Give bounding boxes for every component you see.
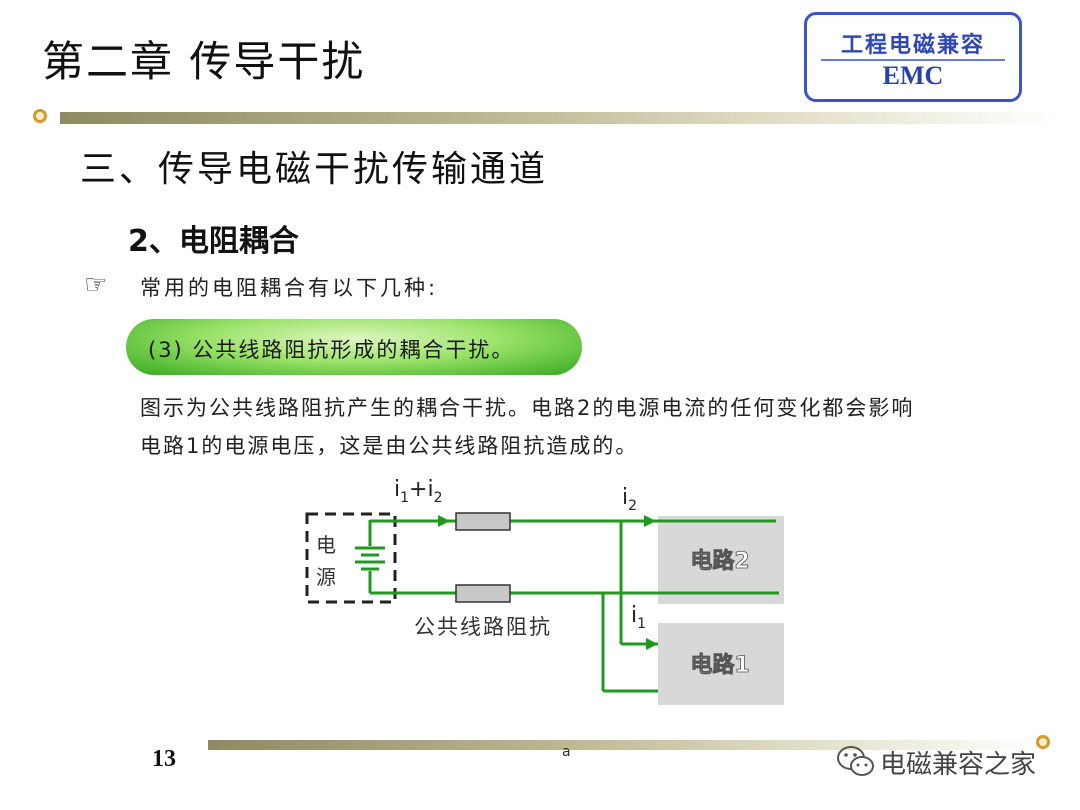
circuit-1-box [658,623,784,705]
subsection-title: 2、电阻耦合 [128,224,299,259]
top-impedance [455,512,511,531]
impedance-label: 公共线路阻抗 [414,615,552,639]
logo-bottom-text: EMC [882,61,944,90]
current-2-arrow [644,515,656,527]
wechat-icon [837,746,874,776]
bottom-rule-bullet [1036,735,1050,749]
emc-logo: 工程电磁兼容 EMC [804,12,1022,102]
source-label-1: 电 [316,533,336,557]
current-1-arrow [646,638,658,650]
page-number: 13 [152,746,176,772]
paragraph-line-1: 图示为公共线路阻抗产生的耦合干扰。电路2的电源电流的任何变化都会影响 [140,396,915,420]
footer-mark: a [562,744,571,760]
circuit-2-label: 电路2 [690,548,749,574]
chapter-title: 第二章 传导干扰 [42,37,366,86]
top-divider [60,112,1060,124]
section-title: 三、传导电磁干扰传输通道 [80,149,549,190]
current-2-label: i2 [622,485,637,514]
logo-top-text: 工程电磁兼容 [840,32,985,58]
bottom-divider [208,740,1036,750]
top-rule-bullet [33,109,47,123]
intro-text: 常用的电阻耦合有以下几种: [140,276,439,300]
pointing-hand-icon: ☞ [84,270,108,300]
item-label: (3) 公共线路阻抗形成的耦合干扰。 [148,338,515,362]
watermark-text: 电磁兼容之家 [880,750,1037,780]
current-1-label: i1 [631,603,646,632]
source-label-2: 源 [316,565,336,589]
circuit-1-label: 电路1 [690,652,749,678]
circuit-2-box [658,516,784,604]
paragraph-line-2: 电路1的电源电压，这是由公共线路阻抗造成的。 [140,434,639,458]
wires [355,519,779,693]
logo-divider [821,59,1005,61]
item-highlight-pill: (3) 公共线路阻抗形成的耦合干扰。 [126,319,582,375]
common-impedance [455,584,511,603]
current-total-arrow [438,515,450,527]
current-total-label: i1+i2 [394,477,443,506]
power-source-box [305,512,397,604]
